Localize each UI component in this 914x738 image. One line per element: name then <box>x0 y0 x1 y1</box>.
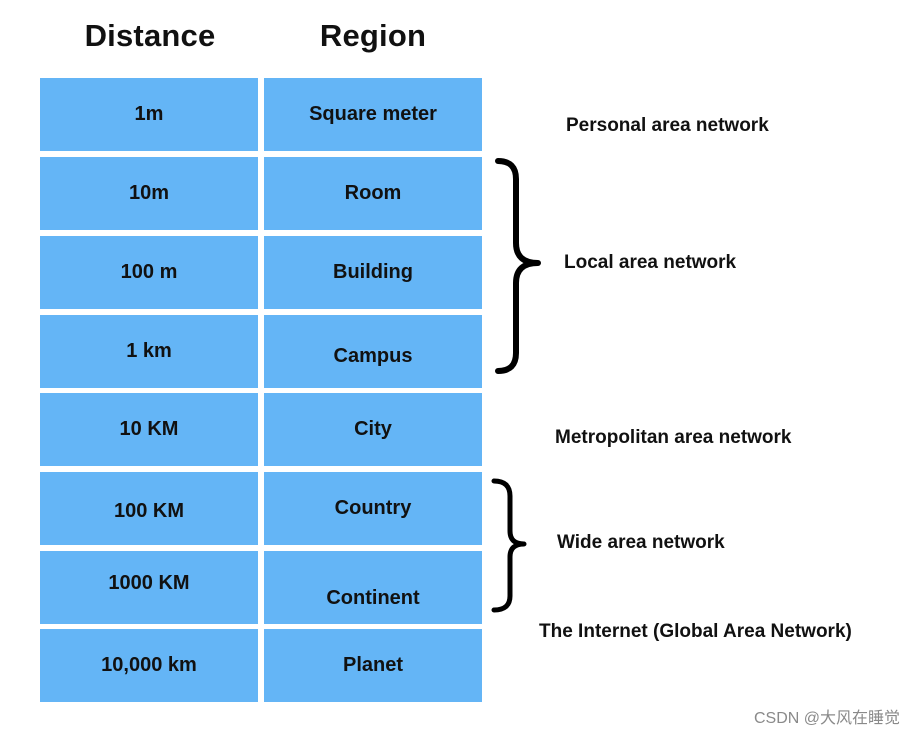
personal-area-network-label: Personal area network <box>566 115 769 136</box>
distance-cell: 1m <box>40 78 258 151</box>
internet-global-area-network-label: The Internet (Global Area Network) <box>539 621 852 642</box>
distance-cell: 1000 KM <box>40 551 258 624</box>
distance-cell: 10,000 km <box>40 629 258 702</box>
wide-area-network-label: Wide area network <box>557 532 725 553</box>
region-cell: Room <box>264 157 482 230</box>
distance-cell: 100 KM <box>40 472 258 545</box>
region-column-header: Region <box>319 18 427 53</box>
distance-column-header: Distance <box>84 18 216 53</box>
local-area-network-label: Local area network <box>564 252 737 273</box>
region-cell: City <box>264 393 482 466</box>
region-cell: Campus <box>264 315 482 388</box>
distance-cell: 10 KM <box>40 393 258 466</box>
wide-area-brace <box>491 478 527 613</box>
distance-cell: 1 km <box>40 315 258 388</box>
region-cell: Planet <box>264 629 482 702</box>
metropolitan-area-network-label: Metropolitan area network <box>555 427 792 448</box>
region-cell: Building <box>264 236 482 309</box>
region-cell: Square meter <box>264 78 482 151</box>
region-cell: Continent <box>264 551 482 624</box>
csdn-watermark: CSDN @大风在睡觉 <box>753 710 900 727</box>
distance-cell: 100 m <box>40 236 258 309</box>
region-cell: Country <box>264 472 482 545</box>
local-area-brace <box>495 158 541 374</box>
distance-cell: 10m <box>40 157 258 230</box>
